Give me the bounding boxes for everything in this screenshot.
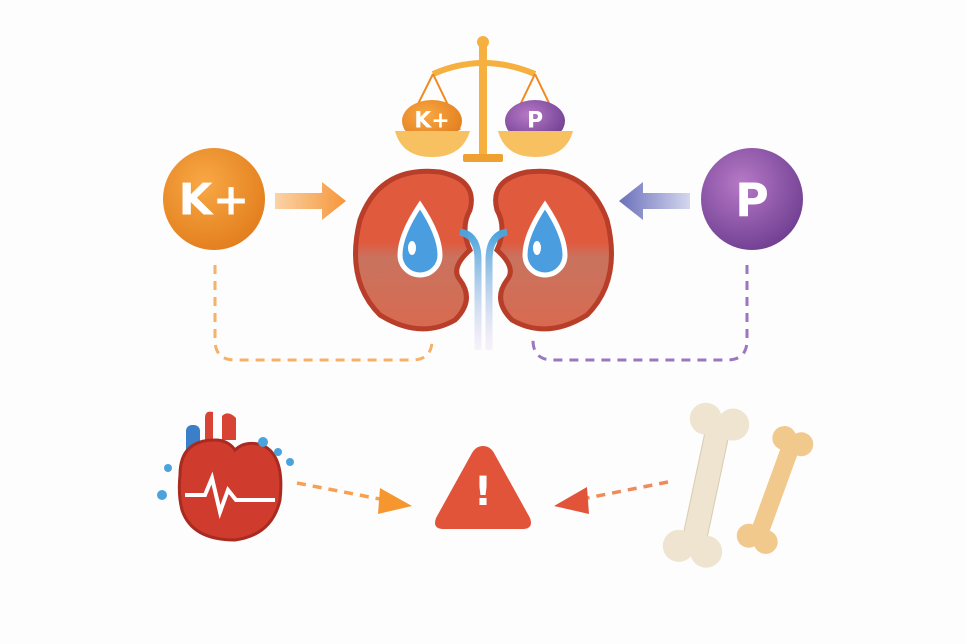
balance-scale-icon: K+ P [395,36,573,162]
heart-to-warning-arrow [296,481,386,502]
bone-to-warning-arrow [581,480,669,501]
scale-right-label: P [527,109,543,134]
phosphorus-node: P [701,148,803,250]
warning-symbol: ! [474,469,492,515]
arrow-left-icon [619,182,690,220]
kidneys-icon [353,168,614,350]
scale-left-label: K+ [414,109,449,134]
phosphorus-label: P [735,173,769,227]
warning-icon: ! [435,446,531,529]
bones-icon [662,402,814,568]
heart-icon [157,411,294,542]
potassium-dashed-connector [213,265,434,362]
phosphorus-dashed-connector [531,265,749,362]
arrowhead-icon [378,488,412,514]
potassium-node: K+ [163,148,265,250]
arrow-right-icon [275,182,346,220]
arrowhead-icon [554,487,589,514]
potassium-label: K+ [179,175,250,226]
